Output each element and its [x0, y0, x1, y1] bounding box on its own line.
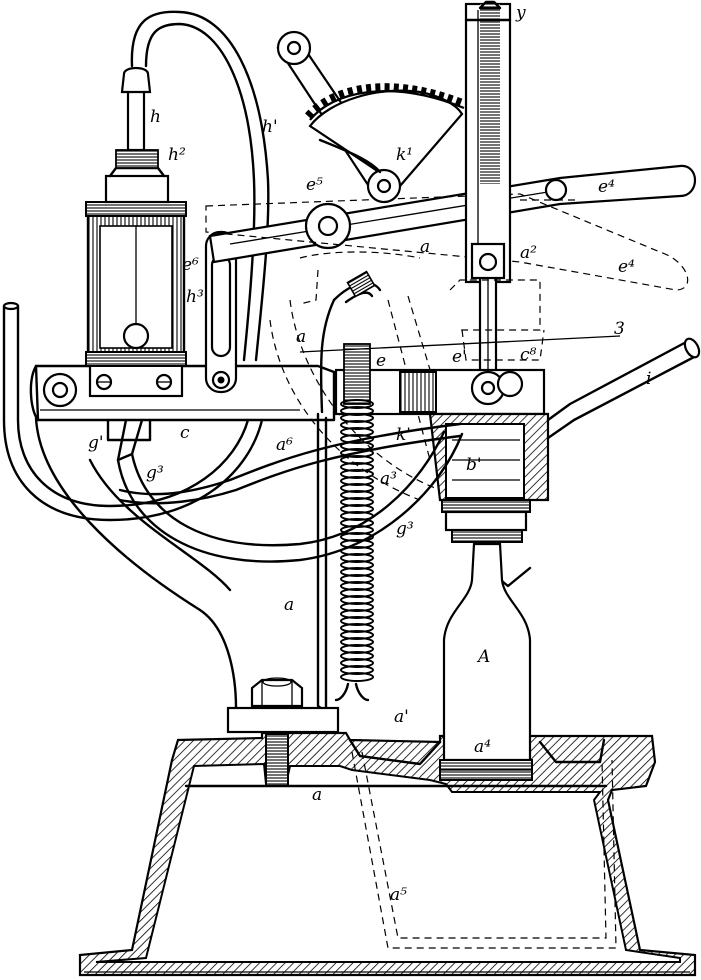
label-y: y — [515, 3, 526, 23]
label-i: i — [646, 369, 651, 389]
reference-labels: y h h' h² h³ k¹ e⁵ e⁴ e⁴ e⁶ e e' c⁸ a a²… — [88, 3, 651, 905]
label-a-side: a — [296, 327, 306, 347]
label-a3: a³ — [380, 469, 397, 489]
gear-tooth — [320, 97, 329, 107]
label-a-arm: a — [420, 237, 430, 257]
label-a4: a⁴ — [474, 737, 491, 757]
siphon-tube — [130, 10, 270, 362]
label-a6: a⁶ — [276, 435, 293, 455]
gear-tooth — [420, 86, 427, 96]
vent-tube — [319, 270, 382, 414]
label-e5: e⁵ — [306, 175, 323, 195]
label-a-column: a — [284, 595, 294, 615]
label-g3-right: g³ — [396, 519, 414, 539]
label-k1: k¹ — [396, 145, 413, 165]
label-e4-top: e⁴ — [598, 177, 615, 197]
label-three: 3 — [614, 319, 625, 339]
valve-cylinder — [85, 66, 187, 367]
drip-pan-dashed — [351, 751, 617, 949]
rack-bar — [464, 0, 512, 398]
gear-tooth — [446, 93, 454, 104]
bottle — [439, 542, 533, 781]
spring-coil — [340, 672, 374, 682]
label-a-floor: a — [312, 785, 322, 805]
label-b1: b' — [466, 455, 482, 475]
label-h2: h² — [168, 145, 186, 165]
label-c8: c⁸ — [520, 345, 537, 365]
label-e4-ghost: e⁴ — [618, 257, 635, 277]
lever-support — [204, 230, 238, 394]
label-a1: a' — [394, 707, 409, 727]
gear-sector — [276, 30, 465, 204]
handle-lever — [208, 164, 696, 264]
label-k1-lower: k' — [396, 425, 411, 445]
gear-tooth — [384, 83, 390, 92]
gear-tooth — [429, 88, 436, 98]
gear-tooth — [375, 83, 381, 92]
gear-tooth — [328, 93, 337, 103]
label-a2: a² — [520, 243, 537, 263]
gear-tooth — [393, 83, 400, 92]
gear-tooth — [346, 86, 354, 96]
label-g1: g' — [88, 433, 104, 453]
gear-tooth — [312, 102, 322, 113]
gear-tooth — [402, 84, 409, 93]
gear-tooth — [365, 83, 372, 93]
label-e: e — [376, 351, 386, 371]
label-e6: e⁶ — [182, 255, 199, 275]
label-g3-left: g³ — [146, 463, 164, 483]
flex-tube-k1 — [118, 422, 462, 505]
label-bottle: A — [476, 647, 490, 667]
return-spring — [334, 343, 374, 702]
label-h3: h³ — [186, 287, 204, 307]
gear-tooth — [337, 89, 346, 99]
label-c: c — [180, 423, 190, 443]
column-standard — [34, 412, 340, 734]
label-h1: h' — [262, 117, 278, 137]
label-e1: e' — [452, 347, 467, 367]
base-casting — [78, 731, 697, 977]
outer-tube-left — [2, 301, 264, 522]
gear-tooth — [356, 85, 363, 94]
label-h: h — [150, 107, 161, 127]
gear-tooth — [454, 96, 463, 107]
lever-alternate-position — [205, 193, 689, 305]
gear-tooth — [305, 109, 315, 119]
label-a5: a⁵ — [390, 885, 407, 905]
section-line-3 — [299, 335, 621, 353]
gear-tooth — [437, 91, 445, 101]
gear-teeth — [305, 83, 463, 119]
gear-tooth — [411, 85, 418, 95]
